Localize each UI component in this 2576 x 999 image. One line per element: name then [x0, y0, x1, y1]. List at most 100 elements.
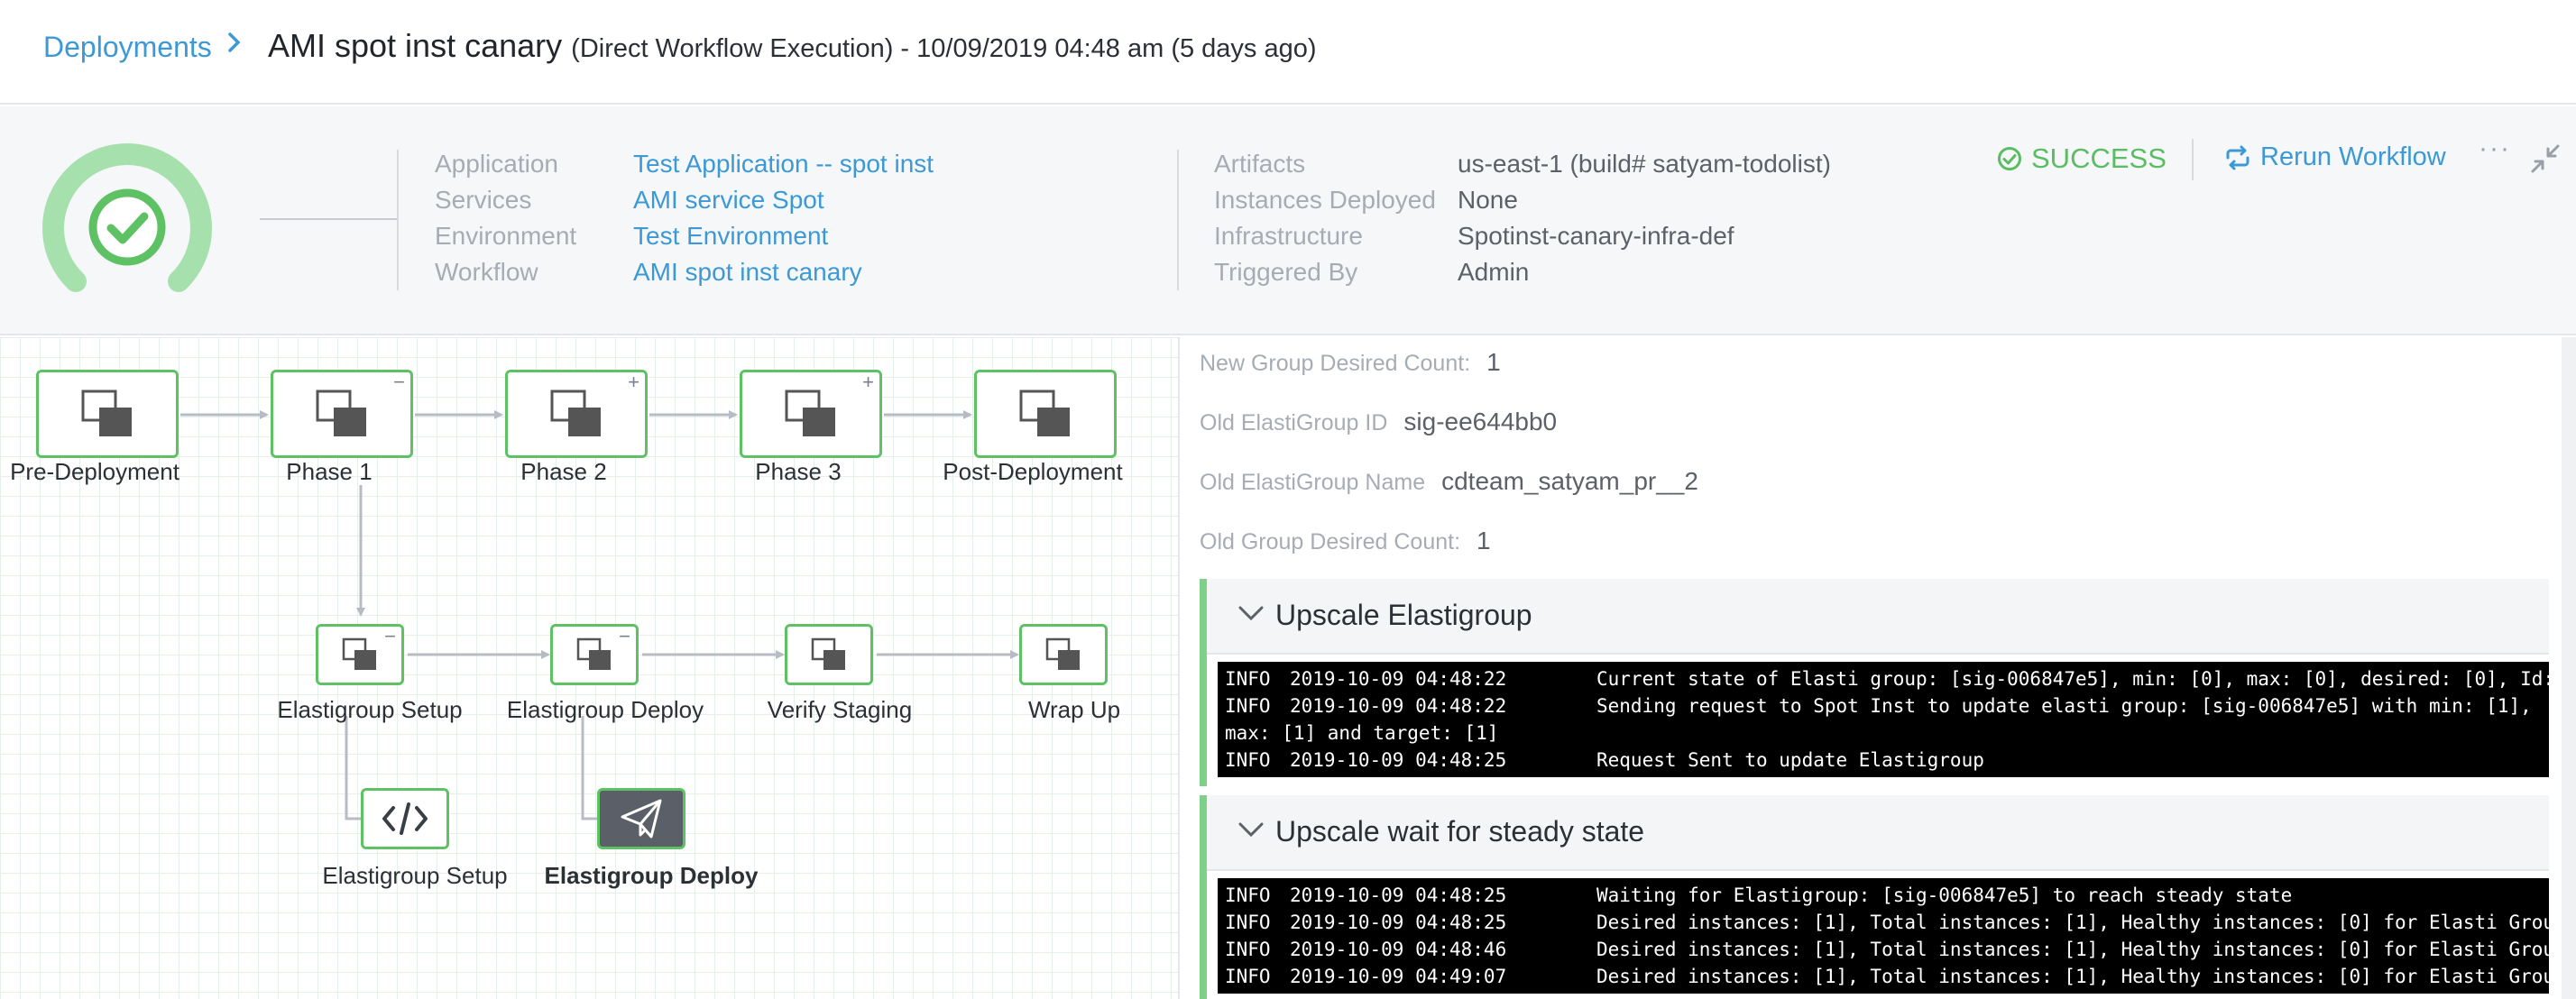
log-timestamp: 2019-10-09 04:48:25 [1290, 912, 1507, 933]
workflow-graph-canvas[interactable]: − + + Pre-Deployment Phase 1 Phase 2 Pha… [0, 337, 1178, 999]
substep-label-selected: Elastigroup Deploy [544, 862, 759, 889]
detail-key: Old Group Desired Count: [1200, 529, 1461, 554]
expand-phase-icon[interactable]: + [862, 371, 874, 393]
log-timestamp: 2019-10-09 04:48:46 [1290, 939, 1507, 960]
phase-icon [785, 390, 835, 436]
step-icon [576, 637, 611, 670]
log-timestamp: 2019-10-09 04:49:07 [1290, 966, 1507, 987]
phase-icon [1019, 390, 1070, 436]
page-title: AMI spot inst canary (Direct Workflow Ex… [268, 27, 1317, 65]
repeat-icon [2226, 145, 2249, 170]
step-icon [811, 637, 845, 670]
page-header: Deployments AMI spot inst canary (Direct… [0, 0, 2576, 105]
log-level: INFO [1225, 668, 1271, 690]
detail-key: New Group Desired Count: [1200, 351, 1471, 376]
success-gauge-icon [42, 143, 212, 292]
services-link[interactable]: AMI service Spot [633, 186, 824, 214]
detail-row: Old Group Desired Count:1 [1200, 527, 1491, 555]
execution-subtitle: (Direct Workflow Execution) - 10/09/2019… [571, 34, 1317, 63]
environment-link[interactable]: Test Environment [633, 222, 829, 250]
log-timestamp: 2019-10-09 04:48:22 [1290, 695, 1507, 717]
phase-node-phase-3[interactable]: + [740, 370, 882, 458]
collapse-icon[interactable] [2529, 142, 2562, 175]
substep-node-elastigroup-deploy[interactable] [597, 788, 685, 849]
step-label: Elastigroup Setup [277, 696, 463, 723]
log-section-upscale-elastigroup: Upscale Elastigroup INFO 2019-10-09 04:48… [1200, 579, 2576, 786]
workflow-label: Workflow [435, 258, 538, 286]
section-header[interactable]: Upscale wait for steady state [1207, 795, 2549, 871]
phase-icon [81, 390, 132, 436]
workflow-link[interactable]: AMI spot inst canary [633, 258, 862, 286]
environment-label: Environment [435, 222, 577, 250]
step-label: Verify Staging [767, 696, 913, 723]
collapse-phase-icon[interactable]: − [393, 371, 405, 393]
application-link[interactable]: Test Application -- spot inst [633, 150, 934, 178]
phase-node-phase-1[interactable]: − [271, 370, 413, 458]
step-node-elastigroup-deploy[interactable]: − [550, 624, 639, 685]
step-details-panel[interactable]: New Group Desired Count: 1 Old ElastiGrou… [1178, 337, 2576, 999]
log-message: Desired instances: [1], Total instances:… [1596, 912, 2576, 933]
graph-connectors [180, 410, 1019, 820]
chevron-down-icon [1238, 822, 1264, 838]
log-message: Waiting for Elastigroup: [sig-006847e5] … [1596, 884, 2293, 906]
triggered-by-label: Triggered By [1214, 258, 1358, 286]
detail-key: Old ElastiGroup ID [1200, 410, 1388, 435]
log-timestamp: 2019-10-09 04:48:25 [1290, 749, 1507, 771]
phase-node-pre-deployment[interactable] [36, 370, 179, 458]
log-message: Current state of Elasti group: [sig-0068… [1596, 668, 2576, 690]
header-actions-divider [2192, 139, 2194, 180]
step-node-elastigroup-setup[interactable]: − [316, 624, 404, 685]
step-icon [342, 637, 376, 670]
log-timestamp: 2019-10-09 04:48:25 [1290, 884, 1507, 906]
substep-label: Elastigroup Setup [322, 862, 508, 889]
phase-label: Pre-Deployment [10, 458, 179, 485]
detail-key: Old ElastiGroup Name [1200, 470, 1426, 495]
phase-label: Phase 3 [755, 458, 842, 485]
step-node-wrap-up[interactable] [1019, 624, 1108, 685]
detail-row: New Group Desired Count: 1 [1200, 348, 1501, 377]
substep-node-elastigroup-setup[interactable] [361, 788, 449, 849]
status-text: SUCCESS [2031, 142, 2167, 174]
log-message: Desired instances: [1], Total instances:… [1596, 966, 2576, 987]
step-label: Wrap Up [1027, 696, 1121, 723]
section-header[interactable]: Upscale Elastigroup [1207, 579, 2549, 655]
artifacts-label: Artifacts [1214, 150, 1306, 178]
log-level: INFO [1225, 939, 1271, 960]
rerun-workflow-label: Rerun Workflow [2260, 142, 2446, 171]
paper-plane-icon [621, 799, 662, 839]
detail-value: sig-ee644bb0 [1403, 408, 1558, 435]
log-level: INFO [1225, 695, 1271, 717]
triggered-by-value: Admin [1458, 258, 1530, 286]
log-console: INFO 2019-10-09 04:48:22 Current state of … [1218, 662, 2576, 777]
log-line: INFO 2019-10-09 04:48:25 Desired instances… [1225, 909, 2576, 936]
step-node-verify-staging[interactable] [785, 624, 873, 685]
application-label: Application [435, 150, 558, 178]
phase-node-phase-2[interactable]: + [505, 370, 648, 458]
details-scrollbar[interactable] [2562, 337, 2576, 999]
code-icon [382, 802, 428, 835]
gauge-connector [260, 218, 397, 220]
breadcrumb-deployments-link[interactable]: Deployments [43, 31, 212, 63]
phase-node-post-deployment[interactable] [974, 370, 1117, 458]
step-label: Elastigroup Deploy [506, 696, 704, 723]
execution-summary: Application Test Application -- spot ins… [0, 106, 2576, 335]
section-status-bar [1200, 795, 1207, 999]
more-options-icon[interactable]: ··· [2479, 133, 2511, 163]
log-level: INFO [1225, 912, 1271, 933]
phase-label: Phase 1 [286, 458, 373, 485]
log-level: INFO [1225, 749, 1271, 771]
status-badge: SUCCESS [1997, 142, 2167, 175]
instances-deployed-label: Instances Deployed [1214, 186, 1436, 214]
expand-phase-icon[interactable]: + [628, 371, 639, 393]
detail-value: 1 [1486, 348, 1501, 376]
rerun-workflow-button[interactable]: Rerun Workflow [2224, 142, 2446, 172]
collapse-step-icon[interactable]: − [384, 625, 396, 647]
step-icon [1045, 637, 1080, 670]
log-timestamp: 2019-10-09 04:48:22 [1290, 668, 1507, 690]
collapse-step-icon[interactable]: − [619, 625, 630, 647]
section-status-bar [1200, 579, 1207, 786]
